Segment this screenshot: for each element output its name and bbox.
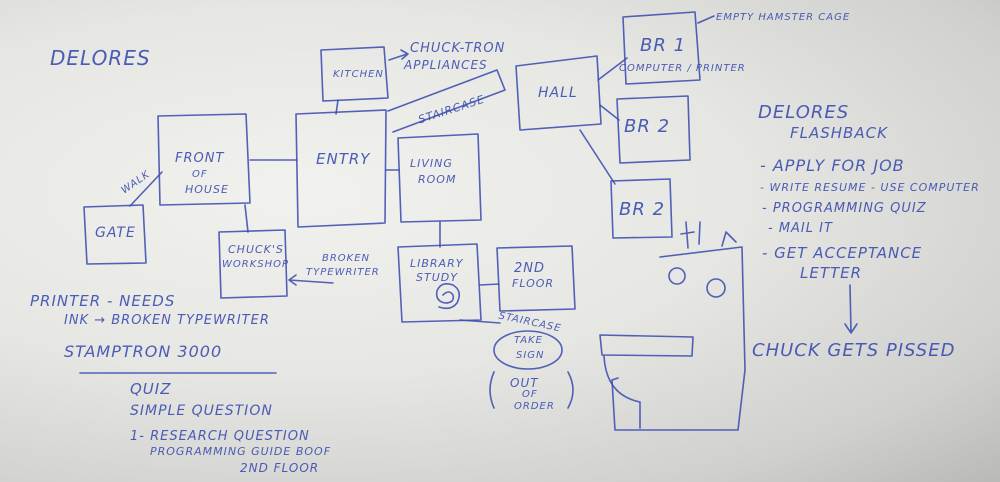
toilet-tank [611,246,746,431]
broken-typewriter-line1: Broken [322,253,371,264]
flashback-arrow-down [844,284,858,334]
br2-a-label: BR 2 [624,116,671,137]
connector-hall-br2a [599,104,620,121]
entry-box [295,109,387,228]
connector-library-staircase [459,319,501,324]
printer-note-line1: Printer - Needs [30,292,176,310]
br2-b-label: BR 2 [619,199,666,220]
out-of-order-bracket-right [567,371,574,409]
second-floor-label-line1: 2nd [514,261,546,276]
toilet-right-eye [706,278,726,298]
hall-box [515,55,602,131]
arrow-typewriter-to-workshop [288,274,334,286]
arrow-br1-to-cage [697,15,715,24]
flashback-item-quiz: - Programming Quiz [762,201,927,216]
gate-box [83,204,147,265]
flashback-item-mail: - Mail It [768,221,833,236]
kitchen-box [320,46,389,102]
second-floor-note: 2nd Floor [240,461,320,475]
quiz-label: Quiz [130,380,172,398]
gate-label: Gate [95,225,136,241]
out-of-order-line1: Out [510,376,539,390]
chucktron-line2: Appliances [404,58,488,72]
connector-kitchen-entry [335,99,339,115]
library-study-box [397,243,482,323]
chuck-gets-pissed: Chuck Gets Pissed [752,340,956,361]
kitchen-label: Kitchen [333,69,384,80]
living-room-box [397,133,482,223]
spiral-glyph [435,283,461,310]
toilet-bowl [603,355,641,429]
connector-front-workshop [244,204,249,233]
programming-guide-label: Programming Guide Boof [150,445,332,458]
br2-a-box [616,95,691,164]
staircase-upper-shape [387,69,506,133]
connector-hall-br1 [597,57,628,81]
out-of-order-line3: Order [514,401,555,412]
flashback-item-letter: Letter [800,264,863,282]
out-of-order-bracket-left [489,371,495,409]
chucks-workshop-box [218,229,288,299]
connector-gate-front [129,171,163,207]
out-of-order-line2: of [522,389,538,400]
entry-label: Entry [316,150,371,168]
toilet-handle [680,221,737,249]
flashback-item-acceptance: - Get Acceptance [762,244,923,262]
take-sign-line1: Take [514,335,543,346]
connector-hall-br2b [579,129,616,185]
second-floor-box [496,245,576,312]
br1-contents-label: Computer / Printer [619,63,746,74]
take-sign-line2: Sign [516,350,545,361]
library-label-line1: Library [410,257,464,270]
hamster-cage-label: Empty Hamster Cage [716,12,851,23]
connector-library-second [479,283,500,286]
arrow-kitchen-to-chucktron [388,49,409,61]
br1-label: BR 1 [640,35,687,56]
front-label-line1: Front [175,151,225,166]
flashback-item-apply: - Apply for Job [760,156,905,175]
second-floor-label-line2: Floor [512,277,555,290]
front-label-line3: House [185,183,229,196]
workshop-label-line1: Chuck's [228,243,284,256]
br2-b-box [610,178,673,239]
flashback-title-line2: Flashback [790,124,888,142]
library-label-line2: Study [416,271,458,284]
front-label-line2: of [192,169,208,180]
printer-note-line2: Ink → Broken Typewriter [64,313,270,328]
stamptron-label: Stamptron 3000 [64,342,223,361]
broken-typewriter-line2: Typewriter [306,267,380,278]
flashback-item-resume: - Write Resume - Use Computer [760,181,980,194]
take-sign-oval [493,330,563,370]
living-label-line2: Room [418,173,457,186]
flashback-title-line1: Delores [758,102,850,123]
delores-title: Delores [50,46,151,70]
toilet-left-eye [668,267,686,285]
hall-label: Hall [538,85,578,101]
living-label-line1: Living [410,157,453,170]
chucktron-line1: Chuck-tron [410,41,506,56]
simple-question-label: Simple Question [130,403,273,419]
br1-box [622,11,701,85]
workshop-label-line2: Workshop [222,259,290,270]
toilet-seat [599,334,694,357]
research-question-label: 1- Research Question [130,429,310,444]
